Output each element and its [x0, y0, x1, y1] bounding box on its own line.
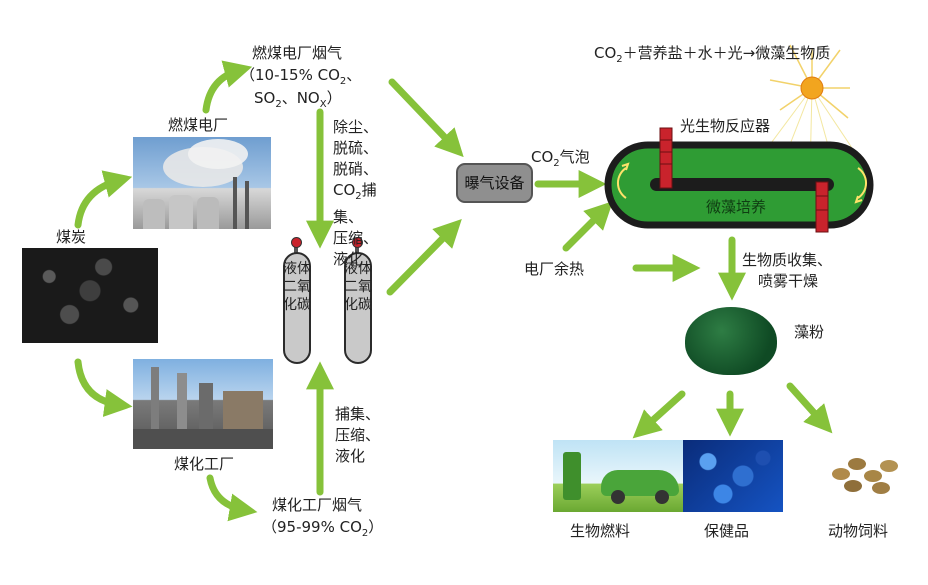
health-products-photo	[683, 440, 783, 512]
tank-2-valve-stem	[355, 244, 359, 254]
waste-heat-label: 电厂余热	[524, 260, 585, 278]
harvest-label-2: 喷雾干燥	[758, 272, 819, 290]
coal-photo	[22, 248, 158, 343]
coal-label: 煤炭	[56, 228, 87, 246]
co2-tank-2: 液体二氧化碳	[344, 252, 372, 364]
tank-2-label: 液体二氧化碳	[344, 261, 372, 313]
photobioreactor-shape	[604, 127, 874, 233]
power-flue-composition-2: SO2、NOX）	[254, 89, 342, 110]
arrow-tanks-to-aerator	[386, 219, 462, 296]
power-plant-label: 燃煤电厂	[168, 116, 229, 134]
harvest-label-1: 生物质收集、	[742, 251, 833, 269]
arrow-coal-to-chem-plant	[74, 358, 133, 417]
arrow-powder-to-feed	[786, 382, 833, 434]
photobioreactor-label: 光生物反应器	[680, 117, 771, 135]
animal-feed-photo	[824, 446, 906, 502]
chem-flue-composition: （95-99% CO2）	[262, 518, 384, 539]
arrow-power-plant-to-flue	[202, 60, 253, 114]
power-plant-photo	[133, 137, 271, 229]
tank-1-label: 液体二氧化碳	[283, 261, 311, 313]
co2-bubble-label: CO2气泡	[531, 148, 590, 169]
chem-plant-label: 煤化工厂	[174, 455, 235, 473]
algae-powder-label: 藻粉	[794, 323, 825, 341]
algae-powder-photo	[677, 302, 785, 377]
aeration-device: 曝气设备	[456, 163, 533, 203]
tank-2-valve-icon	[352, 237, 363, 248]
tank-1-valve-icon	[291, 237, 302, 248]
reaction-equation: CO2＋营养盐＋水＋光→微藻生物质	[594, 44, 831, 65]
arrow-heat-to-reactor	[562, 201, 613, 252]
upper-process-steps: 除尘、 脱硫、 脱硝、 CO2捕集、 压缩、 液化	[333, 118, 379, 268]
biofuel-photo	[553, 440, 690, 512]
power-flue-composition-1: （10-15% CO2、	[240, 66, 362, 87]
chem-plant-photo	[133, 359, 273, 449]
arrow-chem-plant-to-flue	[206, 474, 258, 522]
arrow-powder-to-biofuel	[632, 390, 686, 439]
arrow-flue-to-aerator	[388, 78, 464, 158]
chem-flue-title: 煤化工厂烟气	[272, 496, 363, 514]
biofuel-label: 生物燃料	[570, 522, 631, 540]
arrow-coal-to-power-plant	[74, 170, 133, 229]
lower-process-steps: 捕集、 压缩、 液化	[335, 405, 381, 465]
aeration-device-label: 曝气设备	[464, 174, 525, 192]
algae-culture-label: 微藻培养	[706, 198, 767, 216]
co2-tank-1: 液体二氧化碳	[283, 252, 311, 364]
fuel-pump-icon	[563, 452, 581, 500]
health-products-label: 保健品	[704, 522, 750, 540]
tank-1-valve-stem	[294, 244, 298, 254]
animal-feed-label: 动物饲料	[828, 522, 889, 540]
power-flue-title: 燃煤电厂烟气	[252, 44, 343, 62]
